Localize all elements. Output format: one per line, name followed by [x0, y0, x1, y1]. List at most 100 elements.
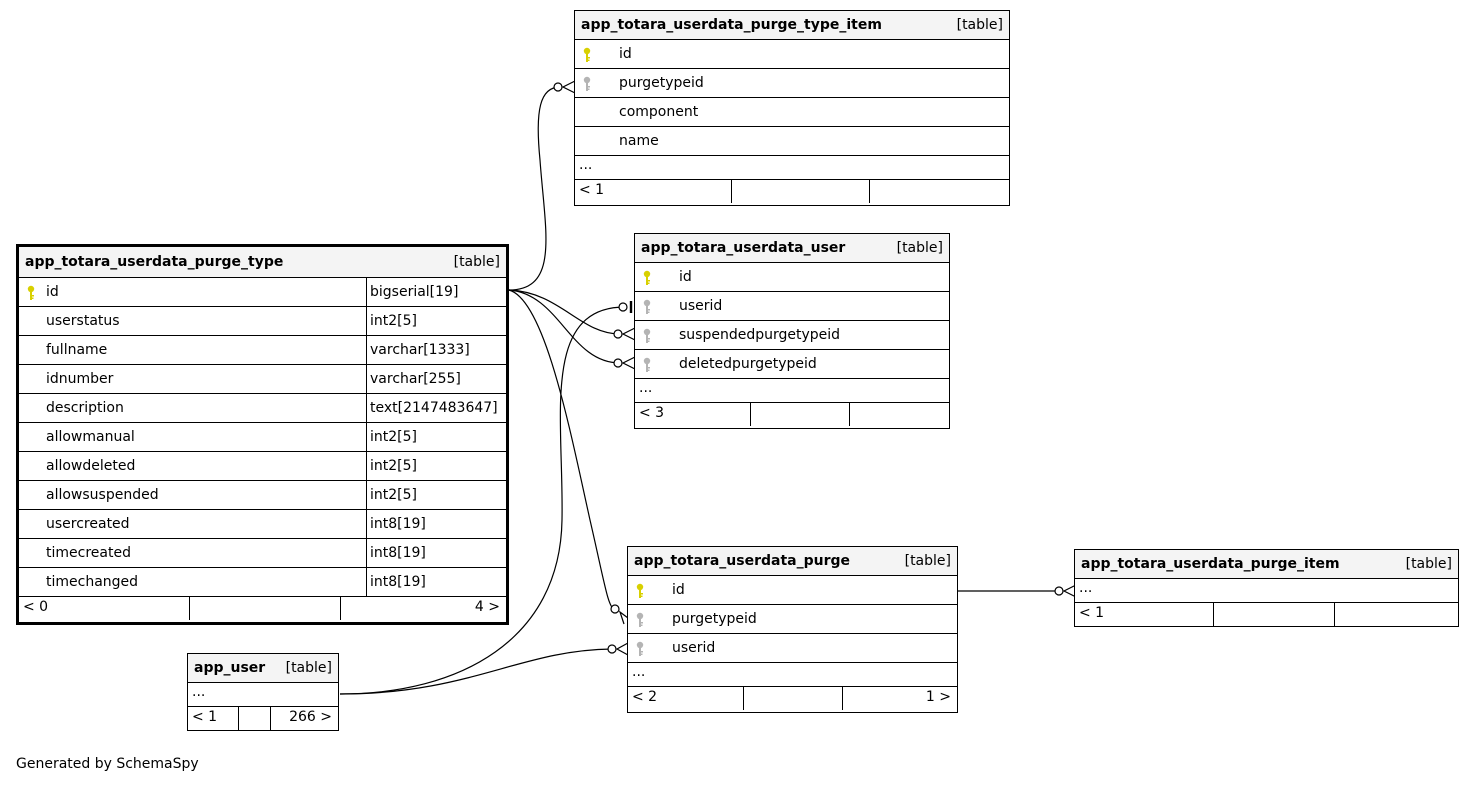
column-row: fullname varchar[1333] — [19, 336, 506, 365]
column-name: allowmanual — [46, 429, 135, 445]
end-circle — [613, 329, 623, 339]
table-footer: < 1 266 > — [188, 707, 338, 730]
end-circle — [553, 82, 563, 92]
primary-key-icon — [581, 47, 593, 63]
column-row: id — [628, 576, 957, 605]
table-kind: [table] — [1405, 556, 1452, 572]
table-name: app_totara_userdata_purge_item — [1081, 556, 1340, 572]
column-type: int8[19] — [370, 516, 426, 532]
column-name: allowsuspended — [46, 487, 159, 503]
footer-left: < 0 — [23, 599, 49, 615]
more-columns: ... — [628, 663, 957, 687]
column-row: allowsuspended int2[5] — [19, 481, 506, 510]
column-row: purgetypeid — [628, 605, 957, 634]
crowfoot — [615, 642, 629, 656]
column-name: fullname — [46, 342, 108, 358]
table-name: app_user — [194, 660, 266, 676]
column-row: component — [575, 98, 1009, 127]
column-row: allowdeleted int2[5] — [19, 452, 506, 481]
table-name: app_totara_userdata_purge_type_item — [581, 17, 882, 33]
crowfoot — [621, 356, 636, 370]
column-type: int2[5] — [370, 429, 417, 445]
column-type: int2[5] — [370, 313, 417, 329]
column-name: userid — [672, 640, 716, 656]
table-footer: < 0 4 > — [19, 597, 506, 620]
footer-left: < 2 — [632, 689, 658, 705]
footer-right: 266 > — [289, 709, 332, 725]
more-columns: ... — [575, 156, 1009, 180]
crowfoot — [621, 327, 636, 341]
link-purgetype-to-user-deleted — [508, 289, 621, 364]
table-footer: < 3 — [635, 403, 949, 426]
link-purgetype-to-user-suspended — [508, 289, 621, 335]
table-footer: < 1 — [1075, 603, 1458, 626]
link-appuser-to-user-userid — [339, 306, 626, 695]
column-type: int2[5] — [370, 458, 417, 474]
column-row: deletedpurgetypeid — [635, 350, 949, 379]
column-row: allowmanual int2[5] — [19, 423, 506, 452]
table-purge-item[interactable]: app_totara_userdata_purge_item [table] .… — [1074, 549, 1459, 627]
more-columns: ... — [188, 683, 338, 707]
table-footer: < 1 — [575, 180, 1009, 203]
column-name: allowdeleted — [46, 458, 136, 474]
column-row: userid — [635, 292, 949, 321]
table-purge-type[interactable]: app_totara_userdata_purge_type [table] i… — [16, 244, 509, 625]
link-purgetype-to-purge — [508, 289, 616, 611]
end-circle — [618, 302, 628, 312]
column-row: userid — [628, 634, 957, 663]
column-row: suspendedpurgetypeid — [635, 321, 949, 350]
column-type: bigserial[19] — [370, 284, 459, 300]
footer-left: < 1 — [1079, 605, 1105, 621]
end-circle — [610, 604, 620, 614]
foreign-key-icon — [641, 299, 653, 315]
column-row: purgetypeid — [575, 69, 1009, 98]
column-name: suspendedpurgetypeid — [679, 327, 841, 343]
column-row: id — [635, 263, 949, 292]
end-circle — [1054, 586, 1064, 596]
column-type: text[2147483647] — [370, 400, 498, 416]
primary-key-icon — [641, 270, 653, 286]
column-name: id — [619, 46, 632, 62]
table-purge-type-item[interactable]: app_totara_userdata_purge_type_item [tab… — [574, 10, 1010, 206]
column-type: varchar[1333] — [370, 342, 470, 358]
column-name: timecreated — [46, 545, 131, 561]
foreign-key-icon — [634, 612, 646, 628]
table-kind: [table] — [904, 553, 951, 569]
table-header: app_user [table] — [188, 654, 338, 683]
column-row: id — [575, 40, 1009, 69]
table-kind: [table] — [453, 254, 500, 270]
column-name: id — [679, 269, 692, 285]
table-name: app_totara_userdata_purge — [634, 553, 851, 569]
table-userdata-user[interactable]: app_totara_userdata_user [table] id user… — [634, 233, 950, 429]
column-row: timecreated int8[19] — [19, 539, 506, 568]
table-name: app_totara_userdata_user — [641, 240, 846, 256]
table-kind: [table] — [956, 17, 1003, 33]
column-name: idnumber — [46, 371, 114, 387]
table-header: app_totara_userdata_purge_type [table] — [19, 247, 506, 278]
end-circle — [607, 644, 617, 654]
foreign-key-icon — [581, 76, 593, 92]
table-header: app_totara_userdata_purge_item [table] — [1075, 550, 1458, 579]
column-name: userid — [679, 298, 723, 314]
table-purge[interactable]: app_totara_userdata_purge [table] id pur… — [627, 546, 958, 713]
footer-right: 4 > — [474, 599, 500, 615]
footer-left: < 1 — [192, 709, 218, 725]
column-row: id bigserial[19] — [19, 278, 506, 307]
end-circle — [613, 358, 623, 368]
table-header: app_totara_userdata_purge [table] — [628, 547, 957, 576]
column-type: int8[19] — [370, 574, 426, 590]
crowfoot — [561, 80, 576, 94]
column-type: int8[19] — [370, 545, 426, 561]
column-type: int2[5] — [370, 487, 417, 503]
column-name: purgetypeid — [619, 75, 704, 91]
table-app-user[interactable]: app_user [table] ... < 1 266 > — [187, 653, 339, 731]
foreign-key-icon — [641, 328, 653, 344]
column-name: id — [46, 284, 59, 300]
foreign-key-icon — [634, 641, 646, 657]
more-columns: ... — [1075, 579, 1458, 603]
